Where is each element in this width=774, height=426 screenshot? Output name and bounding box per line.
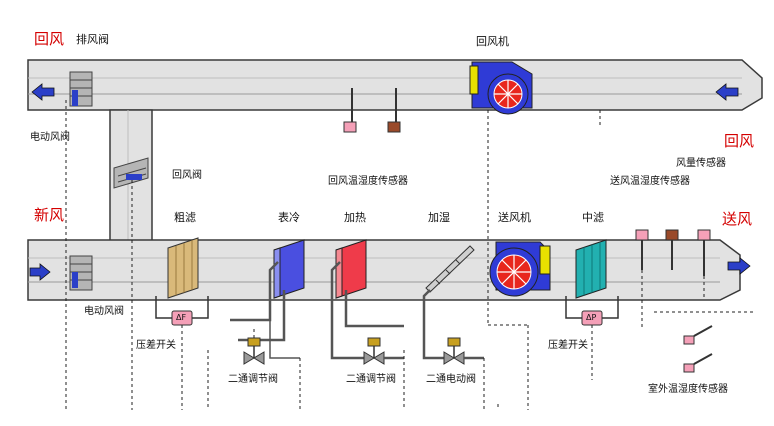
- medium-filter-icon: [575, 239, 607, 299]
- label-electric-damper-bottom: 电动风阀: [84, 306, 124, 317]
- valve-1-icon: [243, 337, 265, 365]
- humidifier-pipes: [422, 289, 444, 360]
- control-wiring: [65, 100, 754, 410]
- supply-temp-sensor-icon: [635, 229, 649, 270]
- dp-box-2-label: ΔP: [586, 313, 597, 322]
- label-supply-fan: 送风机: [498, 211, 531, 224]
- supply-humidity-sensor-icon: [665, 229, 679, 270]
- label-cooling-coil: 表冷: [278, 211, 300, 224]
- label-humidifier: 加湿: [428, 211, 450, 224]
- return-damper-icon: [113, 157, 149, 189]
- supply-outlet-arrow-icon: [727, 257, 751, 275]
- return-humidity-sensor-icon: [387, 88, 401, 133]
- label-dp-switch-2: 压差开关: [548, 340, 588, 351]
- label-valve-1: 二通调节阀: [228, 374, 278, 385]
- return-fan-icon: [469, 61, 533, 115]
- label-return-air-left: 回风: [34, 30, 65, 48]
- label-outdoor-th-sensor: 室外温湿度传感器: [648, 384, 728, 395]
- label-return-th-sensor: 回风温湿度传感器: [328, 176, 408, 187]
- supply-air-duct: [27, 239, 741, 301]
- label-coarse-filter: 粗滤: [174, 211, 196, 224]
- airflow-sensor-icon: [697, 229, 711, 276]
- label-fresh-air: 新风: [34, 206, 65, 224]
- supply-fan-icon: [489, 241, 551, 297]
- label-valve-3: 二通电动阀: [426, 374, 476, 385]
- outdoor-temp-sensor-icon: [683, 325, 713, 345]
- cooling-coil-icon: [273, 239, 305, 299]
- label-dp-switch-1: 压差开关: [136, 340, 176, 351]
- return-temp-sensor-icon: [343, 88, 357, 133]
- return-air-duct: [27, 59, 763, 111]
- label-valve-2: 二通调节阀: [346, 374, 396, 385]
- label-return-damper: 回风阀: [172, 170, 202, 181]
- label-return-fan: 回风机: [476, 35, 509, 48]
- label-supply-air: 送风: [722, 210, 753, 228]
- return-inlet-arrow-icon: [715, 83, 739, 101]
- label-electric-damper-top: 电动风阀: [30, 132, 70, 143]
- label-heating-coil: 加热: [344, 211, 366, 224]
- valve-3-icon: [443, 337, 484, 365]
- exhaust-damper-icon: [69, 71, 93, 107]
- fresh-air-arrow-icon: [29, 263, 51, 281]
- label-return-air-right: 回风: [724, 132, 755, 150]
- fresh-air-damper-icon: [69, 255, 93, 291]
- dp-switch-1-icon: [155, 296, 209, 326]
- label-airflow-sensor: 风量传感器: [676, 158, 726, 169]
- label-exhaust-damper: 排风阀: [76, 33, 109, 46]
- heating-pipes: [330, 261, 404, 360]
- label-medium-filter: 中滤: [582, 211, 604, 224]
- coarse-filter-icon: [167, 237, 199, 299]
- heating-coil-icon: [335, 239, 367, 299]
- exhaust-arrow-icon: [31, 83, 55, 101]
- valve-2-icon: [363, 337, 404, 365]
- dp-box-1-label: ΔF: [176, 313, 187, 322]
- label-supply-th-sensor: 送风温湿度传感器: [610, 176, 690, 187]
- outdoor-humidity-sensor-icon: [683, 353, 713, 373]
